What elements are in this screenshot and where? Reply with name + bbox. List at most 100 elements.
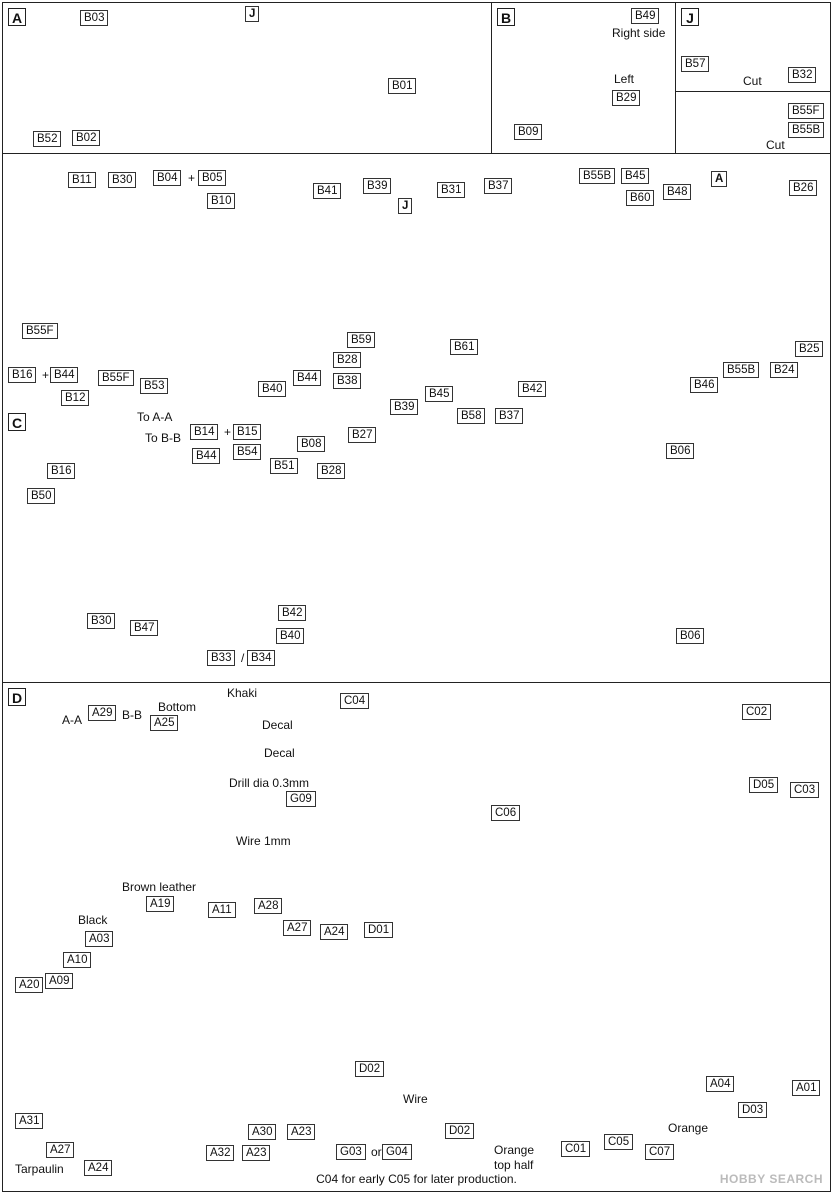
- wire-note: Wire: [403, 1092, 428, 1106]
- part-label: B55B: [788, 122, 825, 138]
- part-label: A23: [242, 1145, 271, 1161]
- part-label: A23: [287, 1124, 316, 1140]
- color-note: Black: [78, 913, 108, 927]
- note-text: Left: [614, 72, 635, 86]
- part-label: B24: [770, 362, 799, 378]
- part-label: B57: [681, 56, 710, 72]
- part-label: B28: [333, 352, 362, 368]
- part-label: C07: [645, 1144, 675, 1160]
- part-label: B38: [333, 373, 362, 389]
- part-label: B26: [789, 180, 818, 196]
- part-label: B25: [795, 341, 824, 357]
- part-label: B55F: [98, 370, 134, 386]
- part-label: B11: [68, 172, 96, 188]
- part-label: B61: [450, 339, 479, 355]
- part-label: B39: [390, 399, 419, 415]
- part-label: A19: [146, 896, 175, 912]
- plus-sign: +: [188, 171, 196, 185]
- part-label: A: [711, 171, 728, 187]
- part-label: C06: [491, 805, 521, 821]
- main-chassis-panel: [2, 153, 831, 683]
- part-label: B15: [233, 424, 262, 440]
- color-note: top half: [494, 1158, 534, 1172]
- part-label: B09: [514, 124, 543, 140]
- part-label: B49: [631, 8, 660, 24]
- part-label: B52: [33, 131, 62, 147]
- part-label: B32: [788, 67, 817, 83]
- section-tag-b: B: [497, 8, 515, 26]
- note-text: Cut: [743, 74, 762, 88]
- production-note: C04 for early C05 for later production.: [316, 1172, 517, 1186]
- part-label: B44: [50, 367, 79, 383]
- part-label: B42: [278, 605, 307, 621]
- part-label: B59: [347, 332, 376, 348]
- part-label: A29: [88, 705, 117, 721]
- note-text: To A-A: [137, 410, 173, 424]
- part-label: B08: [297, 436, 326, 452]
- note-text: Right side: [612, 26, 666, 40]
- part-label: A10: [63, 952, 92, 968]
- color-note: Brown leather: [122, 880, 197, 894]
- part-label: B46: [690, 377, 719, 393]
- part-label: B39: [363, 178, 392, 194]
- part-label: G03: [336, 1144, 366, 1160]
- part-label: B42: [518, 381, 547, 397]
- part-label: J: [245, 6, 260, 22]
- part-label: A03: [85, 931, 114, 947]
- part-label: B45: [621, 168, 650, 184]
- note-text: B-B: [122, 708, 143, 722]
- part-label: B60: [626, 190, 655, 206]
- part-label: B41: [313, 183, 342, 199]
- part-label: B06: [666, 443, 695, 459]
- section-tag-a: A: [8, 8, 26, 26]
- decal-note: Decal: [262, 718, 293, 732]
- part-label: G04: [382, 1144, 412, 1160]
- part-label: C03: [790, 782, 820, 798]
- note-text: Bottom: [158, 700, 197, 714]
- part-label: B03: [80, 10, 109, 26]
- part-label: A27: [283, 920, 312, 936]
- part-label: B40: [258, 381, 287, 397]
- slash-sign: /: [241, 651, 245, 665]
- part-label: B47: [130, 620, 159, 636]
- part-label: B12: [61, 390, 90, 406]
- part-label: B27: [348, 427, 377, 443]
- part-label: G09: [286, 791, 316, 807]
- part-label: A09: [45, 973, 74, 989]
- part-label: B31: [437, 182, 466, 198]
- or-note: or: [371, 1145, 382, 1159]
- part-label: B05: [198, 170, 227, 186]
- part-label: B53: [140, 378, 169, 394]
- part-label: C02: [742, 704, 772, 720]
- part-label: B37: [484, 178, 513, 194]
- part-label: B54: [233, 444, 262, 460]
- part-label: D02: [355, 1061, 385, 1077]
- part-label: A31: [15, 1113, 44, 1129]
- section-tag-d: D: [8, 688, 26, 706]
- part-label: B58: [457, 408, 486, 424]
- plus-sign: +: [224, 425, 232, 439]
- part-label: B55B: [579, 168, 616, 184]
- part-label: D02: [445, 1123, 475, 1139]
- part-label: B55F: [788, 103, 824, 119]
- part-label: B33: [207, 650, 236, 666]
- part-label: B51: [270, 458, 299, 474]
- section-tag-c: C: [8, 413, 26, 431]
- part-label: A01: [792, 1080, 821, 1096]
- part-label: B55F: [22, 323, 58, 339]
- part-label: A28: [254, 898, 283, 914]
- part-label: A24: [84, 1160, 113, 1176]
- part-label: C05: [604, 1134, 634, 1150]
- part-label: B06: [676, 628, 705, 644]
- part-label: A24: [320, 924, 349, 940]
- note-text: Cut: [766, 138, 785, 152]
- watermark: HOBBY SEARCH: [719, 1172, 823, 1186]
- part-label: A25: [150, 715, 179, 731]
- section-tag-j: J: [681, 8, 699, 26]
- color-note: Tarpaulin: [15, 1162, 64, 1176]
- section-d-panel: [2, 682, 831, 1192]
- part-label: C04: [340, 693, 370, 709]
- note-text: A-A: [62, 713, 83, 727]
- part-label: B45: [425, 386, 454, 402]
- part-label: A30: [248, 1124, 277, 1140]
